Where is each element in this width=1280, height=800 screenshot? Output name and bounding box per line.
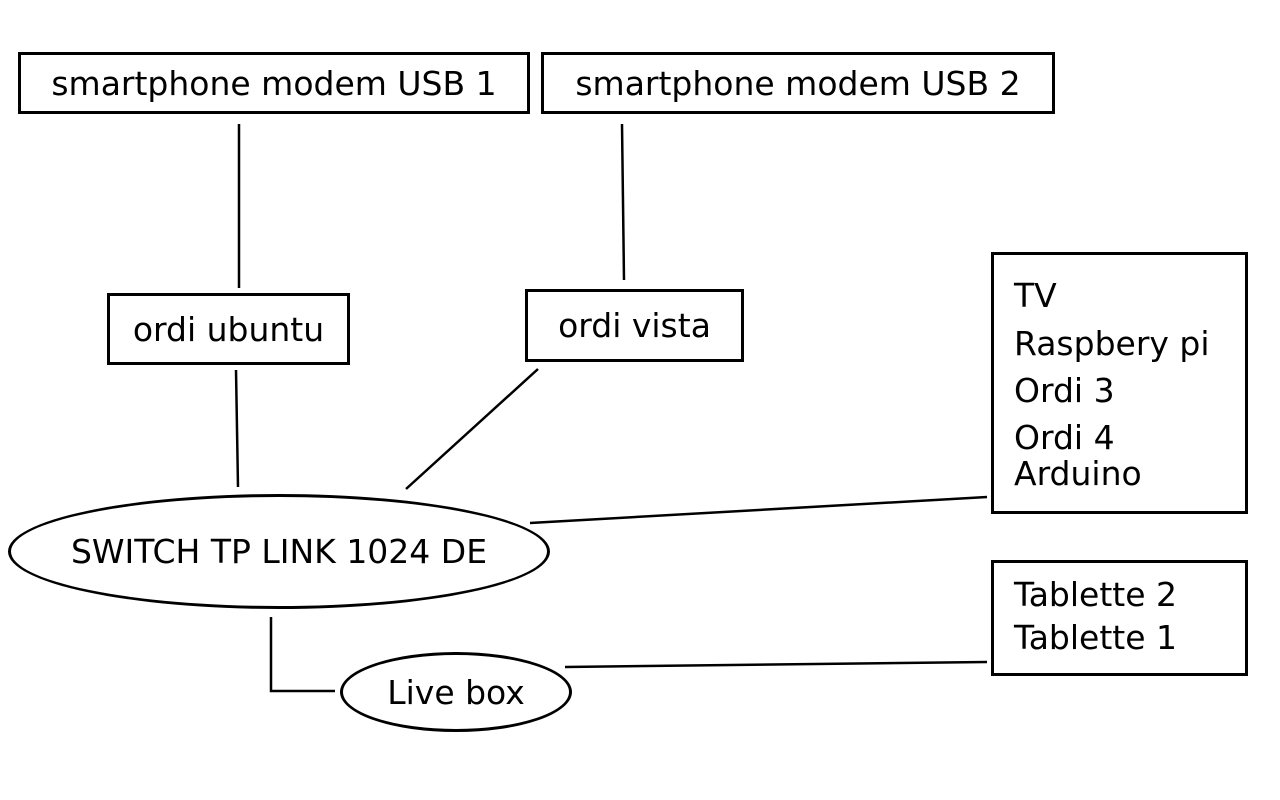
ordi-vista-label: ordi vista <box>558 306 711 345</box>
link-switch-devices <box>529 495 988 525</box>
modem-usb-1-label: smartphone modem USB 1 <box>51 63 497 103</box>
modem-usb-2-node: smartphone modem USB 2 <box>541 52 1055 114</box>
device-ordi-4: Ordi 4 <box>1014 418 1115 457</box>
modem-usb-1-node: smartphone modem USB 1 <box>18 52 530 114</box>
tablets-group-node: Tablette 2 Tablette 1 <box>991 560 1248 676</box>
switch-node: SWITCH TP LINK 1024 DE <box>8 494 550 609</box>
tablet-2: Tablette 2 <box>1014 575 1178 614</box>
link-switch-livebox <box>269 617 335 693</box>
ordi-ubuntu-label: ordi ubuntu <box>132 309 325 349</box>
devices-group-node: TV Raspbery pi Ordi 3 Ordi 4 Arduino <box>991 252 1248 514</box>
link-vista-switch <box>405 368 539 490</box>
ordi-vista-node: ordi vista <box>525 289 744 362</box>
switch-label: SWITCH TP LINK 1024 DE <box>70 532 488 571</box>
device-arduino: Arduino <box>1014 454 1142 493</box>
livebox-node: Live box <box>340 652 572 732</box>
ordi-ubuntu-node: ordi ubuntu <box>107 293 350 365</box>
device-ordi-3: Ordi 3 <box>1014 371 1115 410</box>
modem-usb-2-label: smartphone modem USB 2 <box>575 63 1021 103</box>
device-raspberry-pi: Raspbery pi <box>1014 324 1210 363</box>
tablet-1: Tablette 1 <box>1014 618 1178 657</box>
link-livebox-tablets <box>564 660 988 669</box>
livebox-label: Live box <box>387 672 525 712</box>
link-modem2-vista <box>620 123 626 281</box>
device-tv: TV <box>1014 276 1057 315</box>
link-ubuntu-switch <box>234 369 240 488</box>
